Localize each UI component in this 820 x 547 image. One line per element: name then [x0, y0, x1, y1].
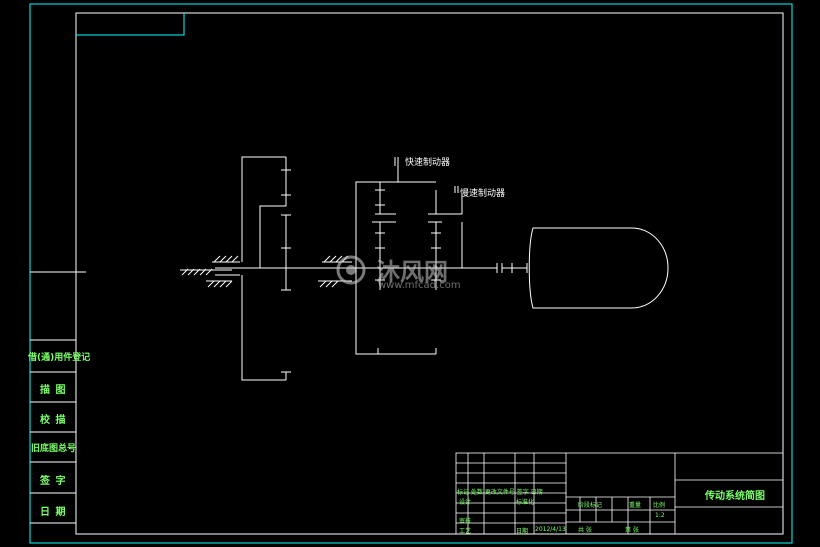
side-block — [30, 271, 86, 524]
watermark-url: www.mfcad.com — [378, 280, 461, 291]
tb-scale-label: 比例 — [653, 502, 666, 509]
watermark-brand: 沐风网 — [376, 258, 448, 286]
title-block-grid — [455, 452, 784, 535]
side-item-register: 借(通)用件登记 — [28, 353, 91, 363]
tb-scale-value: 1:2 — [655, 512, 665, 519]
side-item-date: 日 期 — [40, 507, 67, 518]
tb-designer: 设计 — [459, 499, 472, 506]
side-item-check: 校 描 — [40, 415, 67, 426]
outer-frame — [29, 3, 793, 544]
tb-sheets-total: 共 张 — [578, 527, 592, 534]
tb-craft: 工艺 — [459, 528, 472, 535]
inner-frame — [75, 12, 784, 535]
slow-brake-label: 慢速制动器 — [460, 189, 506, 199]
tb-date: 2012/4/13 — [535, 526, 566, 533]
watermark-logo — [336, 255, 366, 285]
tb-reviewer: 审核 — [459, 518, 472, 525]
code-box — [76, 13, 185, 36]
tb-stage-mark: 阶段标记 — [578, 502, 603, 509]
tb-approve: 日期 — [516, 528, 529, 535]
side-item-sign: 签 字 — [40, 476, 67, 487]
tb-row-marks: 标记 处数 更改文件号 签字 日期 — [457, 489, 543, 496]
side-item-old-number: 旧底图总号 — [31, 444, 77, 454]
tb-std: 标准化 — [516, 499, 535, 506]
tb-weight: 重量 — [629, 502, 642, 509]
drawing-title: 传动系统简图 — [705, 491, 765, 502]
motor — [528, 227, 669, 309]
side-item-trace: 描 图 — [40, 385, 67, 396]
fast-brake-label: 快速制动器 — [405, 158, 451, 168]
tb-sheet-no: 第 张 — [625, 527, 639, 534]
transmission-diagram — [180, 156, 528, 381]
